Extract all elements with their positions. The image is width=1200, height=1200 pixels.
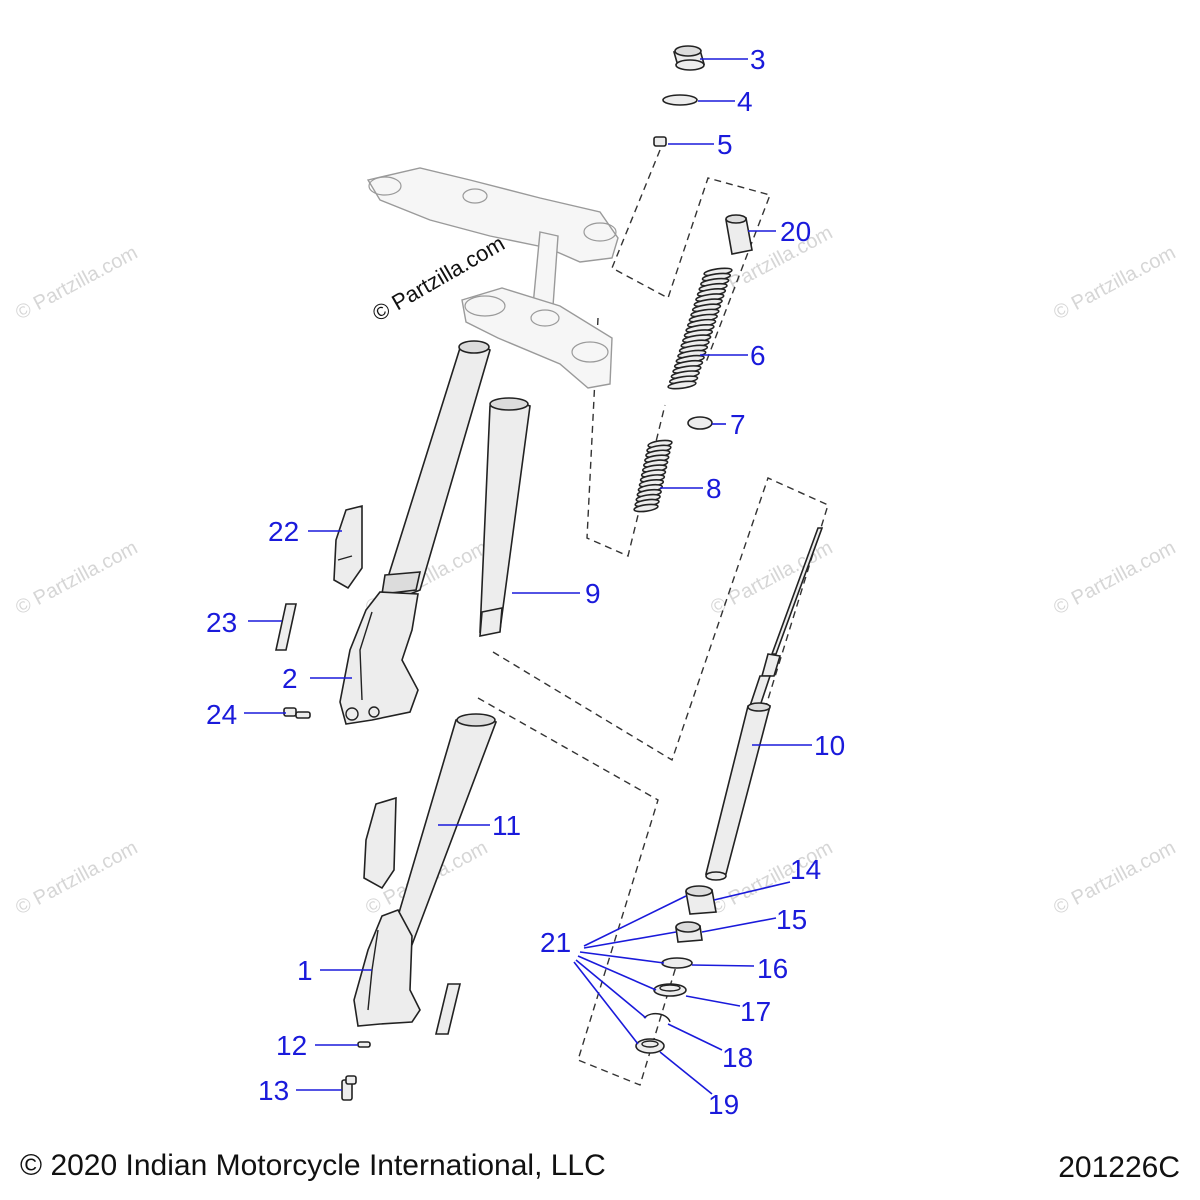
part-6-spring (667, 267, 733, 390)
watermark-repeat: © Partzilla.com (12, 837, 141, 920)
watermark-repeat: © Partzilla.com (1050, 537, 1179, 620)
watermark-repeat: © Partzilla.com (707, 537, 836, 620)
callout-22: 22 (268, 516, 299, 547)
callout-labels: 1 2 3 4 5 6 7 8 9 10 11 12 13 14 15 16 1… (206, 44, 845, 1120)
spring-coil (633, 503, 659, 513)
callout-23: 23 (206, 607, 237, 638)
watermark-repeat: © Partzilla.com (707, 222, 836, 305)
watermark-repeat: © Partzilla.com (1050, 242, 1179, 325)
callout-11: 11 (492, 810, 521, 841)
part-8-spring (633, 439, 673, 513)
callout-10: 10 (814, 730, 845, 761)
part-11-tube (386, 713, 498, 951)
watermark-grid: © Partzilla.com © Partzilla.com © Partzi… (12, 222, 1179, 920)
footer-copyright: © 2020 Indian Motorcycle International, … (20, 1149, 606, 1182)
part-5-collar (653, 136, 667, 147)
part-10-cartridge (704, 527, 824, 881)
part-17-seal (653, 983, 687, 997)
leader-lines (244, 58, 812, 1095)
triple-clamp-ghost (366, 167, 619, 389)
part-3-cap (672, 45, 706, 71)
part-9-tube (479, 397, 531, 637)
callout-16: 16 (757, 953, 788, 984)
watermark-repeat: © Partzilla.com (12, 242, 141, 325)
part-13-screw (341, 1075, 357, 1101)
watermark-repeat: © Partzilla.com (1050, 837, 1179, 920)
callout-2: 2 (282, 663, 298, 694)
callout-4: 4 (737, 86, 753, 117)
part-2-lower-leg (339, 591, 419, 725)
callout-15: 15 (776, 904, 807, 935)
lower-guard (363, 796, 397, 890)
callout-12: 12 (276, 1030, 307, 1061)
footer-diagram-code: 201226C (1058, 1151, 1180, 1184)
callout-24: 24 (206, 699, 237, 730)
part-12-pin (357, 1041, 371, 1048)
callout-3: 3 (750, 44, 766, 75)
callout-6: 6 (750, 340, 766, 371)
callout-18: 18 (722, 1042, 753, 1073)
part-15-bushing (675, 921, 703, 943)
lower-reflector (434, 983, 462, 1035)
spring-coil (667, 380, 697, 390)
callout-9: 9 (585, 578, 601, 609)
callout-20: 20 (780, 216, 811, 247)
part-4-oring (662, 94, 698, 106)
callout-21: 21 (540, 927, 571, 958)
part-7-spring-seat (687, 416, 713, 430)
callout-1: 1 (297, 955, 313, 986)
part-19-dust-seal (635, 1038, 665, 1054)
callout-19: 19 (708, 1089, 739, 1120)
callout-17: 17 (740, 996, 771, 1027)
part-22-guard (333, 504, 363, 590)
part-24-bolt (283, 707, 311, 719)
part-16-washer (661, 957, 693, 969)
callout-13: 13 (258, 1075, 289, 1106)
assembly-dashed-lines (477, 149, 829, 1086)
part-23-reflector (275, 603, 297, 651)
callout-5: 5 (717, 129, 733, 160)
callout-8: 8 (706, 473, 722, 504)
part-18-clip (643, 1012, 671, 1023)
part-20-spacer (725, 214, 753, 255)
callout-7: 7 (730, 409, 746, 440)
watermark-repeat: © Partzilla.com (12, 537, 141, 620)
callout-14: 14 (790, 854, 821, 885)
fork-upper-tube (381, 340, 491, 599)
part-14-bushing (685, 885, 717, 915)
